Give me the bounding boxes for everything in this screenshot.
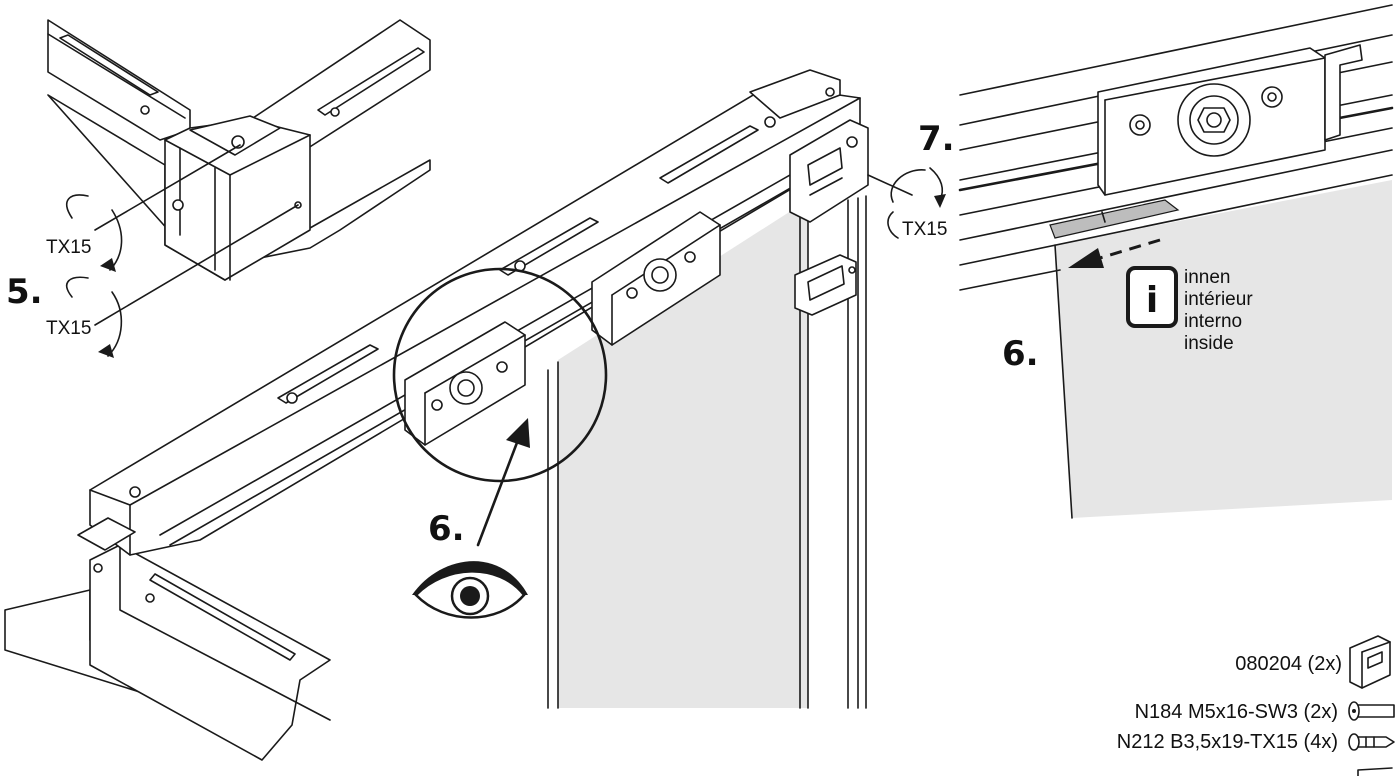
step-5-label: 5. (6, 272, 43, 312)
parts-list: 080204 (2x) N184 M5x16-SW3 (2x) N212 B3,… (1117, 635, 1395, 776)
view-direction-eye-icon (412, 561, 528, 619)
right-detail-view: i innen intérieur interno inside 6. (958, 4, 1394, 519)
magnifier-circle (392, 267, 608, 483)
main-assembly-view: 6. 7. TX15 (4, 69, 955, 761)
tx15-label-upper: TX15 (46, 237, 91, 258)
tx15-label-lower: TX15 (46, 318, 91, 339)
step-7-label: 7. (918, 119, 955, 159)
machine-screw-icon (1348, 701, 1395, 721)
info-icon (1126, 266, 1178, 328)
info-icon-letter: i (1146, 280, 1158, 321)
info-line-interieur: intérieur (1184, 289, 1253, 310)
corner-detail-view: TX15 TX15 5. (6, 19, 431, 358)
step-6-label-main: 6. (428, 509, 465, 549)
step-6-label-detail: 6. (1002, 334, 1039, 374)
info-line-interno: interno (1184, 311, 1242, 332)
part-label-n212: N212 B3,5x19-TX15 (4x) (1117, 731, 1338, 753)
info-line-inside: inside (1184, 333, 1234, 354)
part-label-n184: N184 M5x16-SW3 (2x) (1135, 701, 1338, 723)
clip-bracket-icon (1349, 635, 1391, 689)
tapping-screw-icon (1348, 733, 1395, 751)
tx15-label-right: TX15 (902, 219, 947, 240)
part-label-080204: 080204 (2x) (1235, 653, 1342, 675)
info-line-innen: innen (1184, 267, 1231, 288)
